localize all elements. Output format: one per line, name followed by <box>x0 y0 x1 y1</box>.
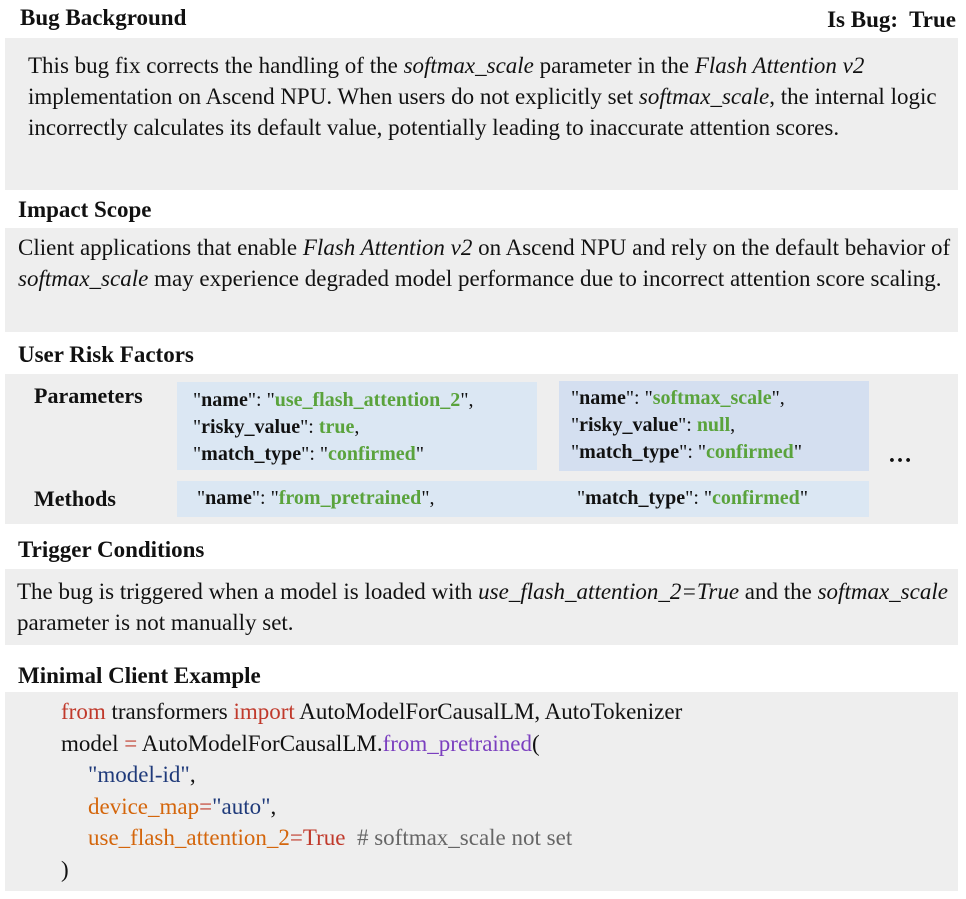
param2-name-line: "name": "softmax_scale", <box>571 387 785 409</box>
code-line-4: device_map="auto", <box>88 794 277 819</box>
section-title-minimal-client-example: Minimal Client Example <box>18 663 261 688</box>
parameter-card-2: "name": "softmax_scale", "risky_value": … <box>559 381 869 471</box>
section-title-trigger-conditions: Trigger Conditions <box>18 537 205 562</box>
parameter-card-1: "name": "use_flash_attention_2", "risky_… <box>177 382 537 470</box>
method-card-1: "name": "from_pretrained", "match_type":… <box>177 481 869 517</box>
section-title-user-risk-factors: User Risk Factors <box>18 342 194 367</box>
param1-risky-line: "risky_value": true, <box>193 416 360 438</box>
param2-match-line: "match_type": "confirmed" <box>571 441 802 463</box>
code-line-2: model = AutoModelForCausalLM.from_pretra… <box>61 731 540 756</box>
code-line-5: use_flash_attention_2=True # softmax_sca… <box>88 825 573 850</box>
trigger-conditions-text: The bug is triggered when a model is loa… <box>17 579 948 635</box>
impact-scope-text: Client applications that enable Flash At… <box>18 235 951 291</box>
code-line-3: "model-id", <box>88 762 196 787</box>
code-line-6: ) <box>61 857 69 882</box>
methods-label: Methods <box>34 486 116 511</box>
parameters-label: Parameters <box>34 383 143 408</box>
code-example-box: from transformers import AutoModelForCau… <box>5 692 958 891</box>
method1-name: "name": "from_pretrained", <box>197 487 435 509</box>
is-bug-value: True <box>909 7 956 32</box>
param1-name-line: "name": "use_flash_attention_2", <box>193 389 474 411</box>
is-bug-indicator: Is Bug: True <box>827 7 956 33</box>
param1-match-line: "match_type": "confirmed" <box>193 443 424 465</box>
trigger-conditions-box: The bug is triggered when a model is loa… <box>5 569 958 645</box>
is-bug-label: Is Bug: <box>827 7 899 32</box>
param2-risky-line: "risky_value": null, <box>571 414 736 436</box>
bug-background-text: This bug fix corrects the handling of th… <box>28 53 937 140</box>
code-line-1: from transformers import AutoModelForCau… <box>61 699 683 724</box>
method1-match: "match_type": "confirmed" <box>577 487 808 509</box>
more-parameters-ellipsis: … <box>888 442 912 468</box>
impact-scope-box: Client applications that enable Flash At… <box>5 228 958 332</box>
bug-background-box: This bug fix corrects the handling of th… <box>5 38 958 190</box>
section-title-impact-scope: Impact Scope <box>18 197 152 222</box>
risk-factors-box: Parameters "name": "use_flash_attention_… <box>5 374 958 524</box>
section-title-bug-background: Bug Background <box>20 5 187 30</box>
